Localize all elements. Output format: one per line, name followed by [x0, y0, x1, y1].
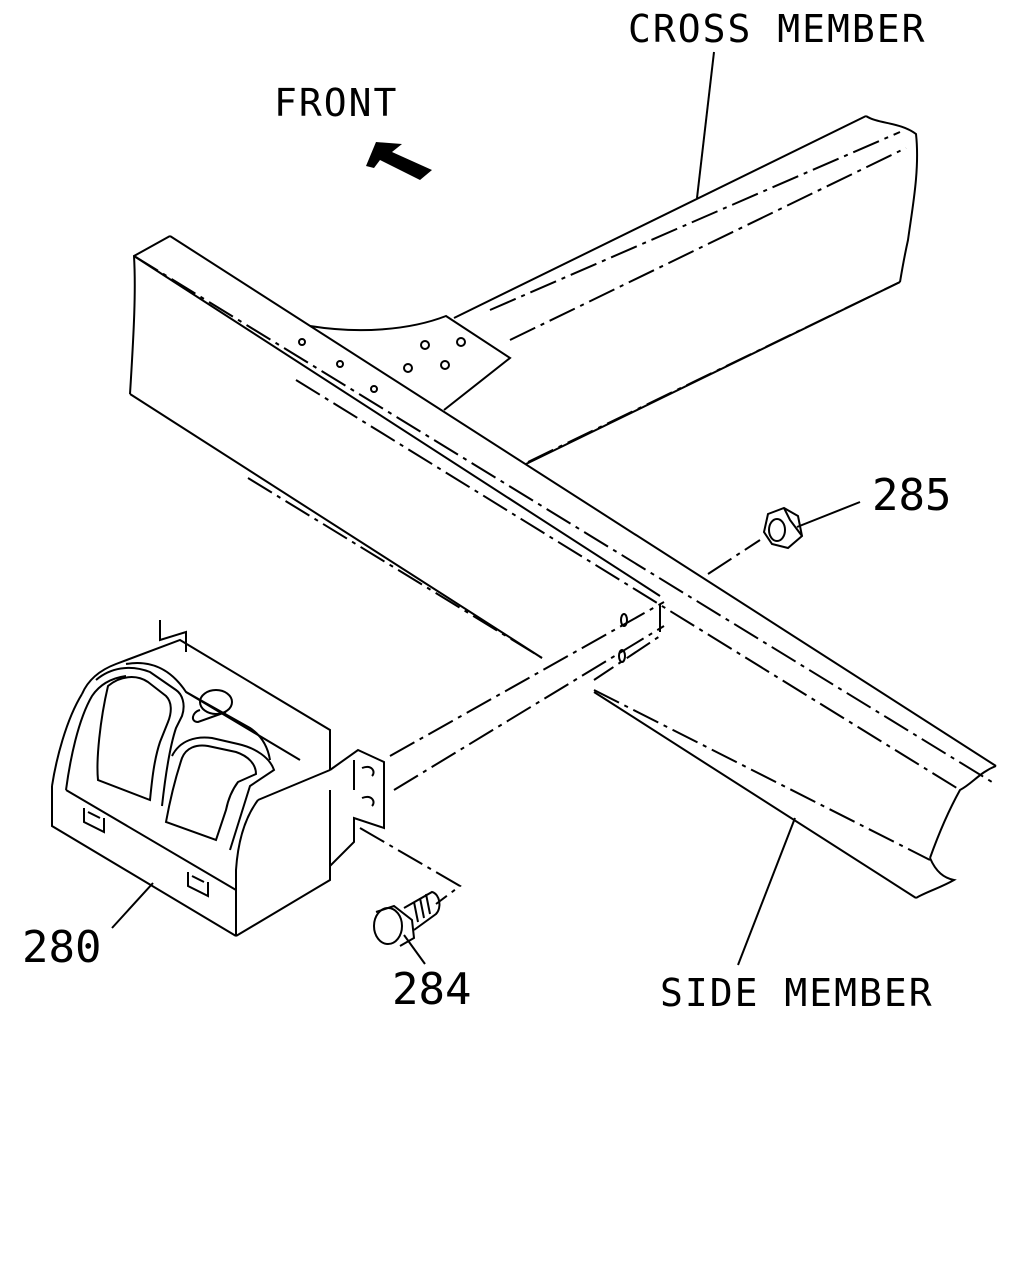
part-280-box [51, 620, 385, 937]
side-member-label: SIDE MEMBER [660, 971, 934, 1015]
part-280-label: 280 [22, 922, 101, 973]
bolt-path-upper [389, 601, 665, 757]
bolt-284 [373, 890, 441, 947]
part-284-label: 284 [392, 964, 471, 1015]
cross-member-leader [696, 51, 715, 199]
arrow-front-icon [366, 142, 432, 180]
cross-member-label: CROSS MEMBER [628, 7, 927, 51]
part-284-leader [403, 934, 426, 965]
front-label: FRONT [274, 81, 398, 125]
bolt-284-path [359, 827, 462, 905]
part-285-label: 285 [872, 470, 951, 521]
side-member [129, 235, 997, 899]
side-member-leader [737, 817, 796, 966]
nut-285 [762, 506, 804, 550]
part-285-leader [796, 501, 861, 528]
nut-path [707, 539, 761, 575]
cross-member [309, 115, 919, 465]
part-280-leader [111, 882, 154, 929]
bolt-path-lower [393, 625, 665, 791]
